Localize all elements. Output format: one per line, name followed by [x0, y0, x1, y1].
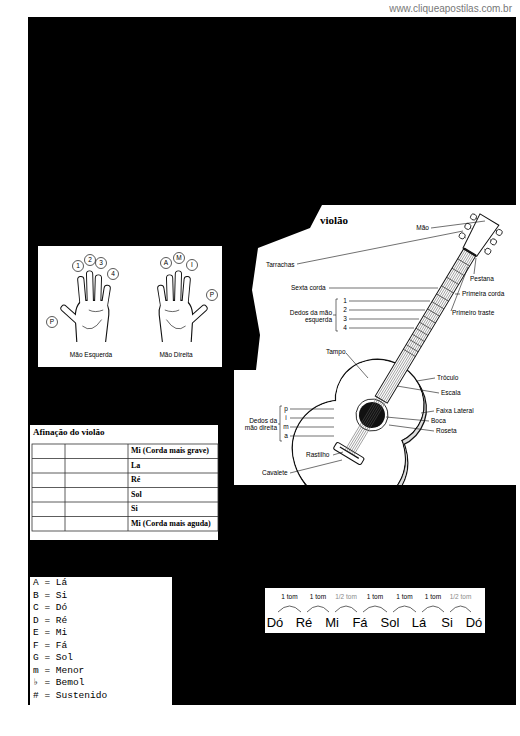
part-name: Trôculo — [437, 375, 458, 382]
part-name: Mão — [416, 225, 429, 232]
tuning-cell: La — [131, 462, 140, 470]
part-name: Primeira corda — [462, 291, 504, 298]
note-key: ♭ = Bemol — [33, 678, 84, 688]
part-name: Rastilho — [306, 452, 329, 459]
right-hand — [159, 274, 204, 342]
tuning-table — [32, 444, 218, 531]
part-name: Dedos da mão esquerda — [288, 309, 332, 323]
finger-label: I — [191, 262, 193, 269]
note-key: A = Lá — [33, 578, 67, 588]
note-name: Dó — [466, 616, 483, 629]
part-name: 3 — [343, 316, 347, 323]
note-name: Mi — [325, 616, 339, 629]
panel-box: violão — [234, 205, 516, 485]
tuning-panel — [30, 425, 218, 540]
interval-label: 1/2 tom — [335, 594, 357, 601]
note-key: E = Mi — [33, 628, 67, 638]
note-name: Ré — [296, 616, 313, 629]
guitar-panel — [234, 205, 516, 485]
note-name: Lá — [412, 616, 426, 629]
finger-label: 4 — [111, 271, 115, 278]
note-key: m = Menor — [33, 666, 84, 676]
finger-label: Mão Direita — [159, 352, 192, 359]
note-key: F = Fá — [33, 641, 67, 651]
interval-label: 1/2 tom — [450, 594, 472, 601]
finger-label: A — [164, 260, 168, 267]
part-name: 4 — [343, 325, 347, 332]
part-name: Tampo — [326, 349, 346, 356]
note-key: D = Ré — [33, 616, 67, 626]
note-name: Fá — [352, 616, 367, 629]
part-name: a — [284, 433, 288, 440]
part-name: Roseta — [436, 428, 457, 435]
part-name: 2 — [343, 307, 347, 314]
hands-panel — [38, 246, 222, 367]
finger-circles — [47, 253, 218, 328]
part-name: Cavalete — [262, 470, 288, 477]
tuning-cell: Ré — [131, 476, 140, 484]
part-name: i — [285, 415, 286, 422]
black-ground — [28, 17, 516, 705]
note-name: Sol — [381, 616, 400, 629]
interval-label: 1 tom — [281, 594, 297, 601]
tuning-cell: Mi (Corda mais grave) — [131, 447, 209, 455]
tuning-cell: Sol — [131, 491, 142, 499]
finger-label: 1 — [76, 263, 80, 270]
part-name: Pestana — [470, 276, 494, 283]
note-key: # = Sustenido — [33, 691, 107, 701]
part-name: p — [284, 406, 288, 413]
part-name: Tarrachas — [266, 262, 295, 269]
part-name: m — [283, 424, 288, 431]
interval-arcs — [278, 606, 471, 612]
scale-panel — [265, 588, 485, 633]
note-name: Dó — [267, 616, 284, 629]
panel-heading: violão — [320, 215, 348, 226]
part-name: 1 — [343, 298, 347, 305]
part-name: Primeiro traste — [452, 310, 494, 317]
interval-label: 1 tom — [310, 594, 326, 601]
finger-label: P — [50, 319, 54, 326]
finger-label: M — [176, 255, 181, 262]
note-key: C = Dó — [33, 603, 67, 613]
note-key: B = Si — [33, 591, 67, 601]
finger-label: 3 — [99, 260, 103, 267]
watermark: www.cliqueapostilas.com.br — [389, 4, 512, 14]
finger-label: Mão Esquerda — [70, 352, 112, 359]
interval-label: 1 tom — [367, 594, 383, 601]
leader-lines — [278, 221, 485, 473]
finger-label: P — [210, 292, 214, 299]
panel-heading: Afinação do violão — [33, 428, 105, 437]
part-name: Faixa Lateral — [436, 408, 474, 415]
part-name: Escala — [441, 390, 461, 397]
guitar-drawing — [271, 205, 516, 485]
tuning-cell: Mi (Corda mais aguda) — [131, 520, 211, 528]
part-name: Sexta corda — [291, 285, 326, 292]
part-name: Boca — [431, 418, 446, 425]
part-name: Dedos da mão direita — [235, 417, 277, 431]
key-panel — [30, 577, 172, 705]
tuning-cell: Si — [131, 505, 138, 513]
left-hand — [64, 274, 109, 342]
finger-label: 2 — [88, 257, 92, 264]
interval-label: 1 tom — [396, 594, 412, 601]
note-key: G = Sol — [33, 653, 73, 663]
note-name: Si — [441, 616, 453, 629]
interval-label: 1 tom — [425, 594, 441, 601]
